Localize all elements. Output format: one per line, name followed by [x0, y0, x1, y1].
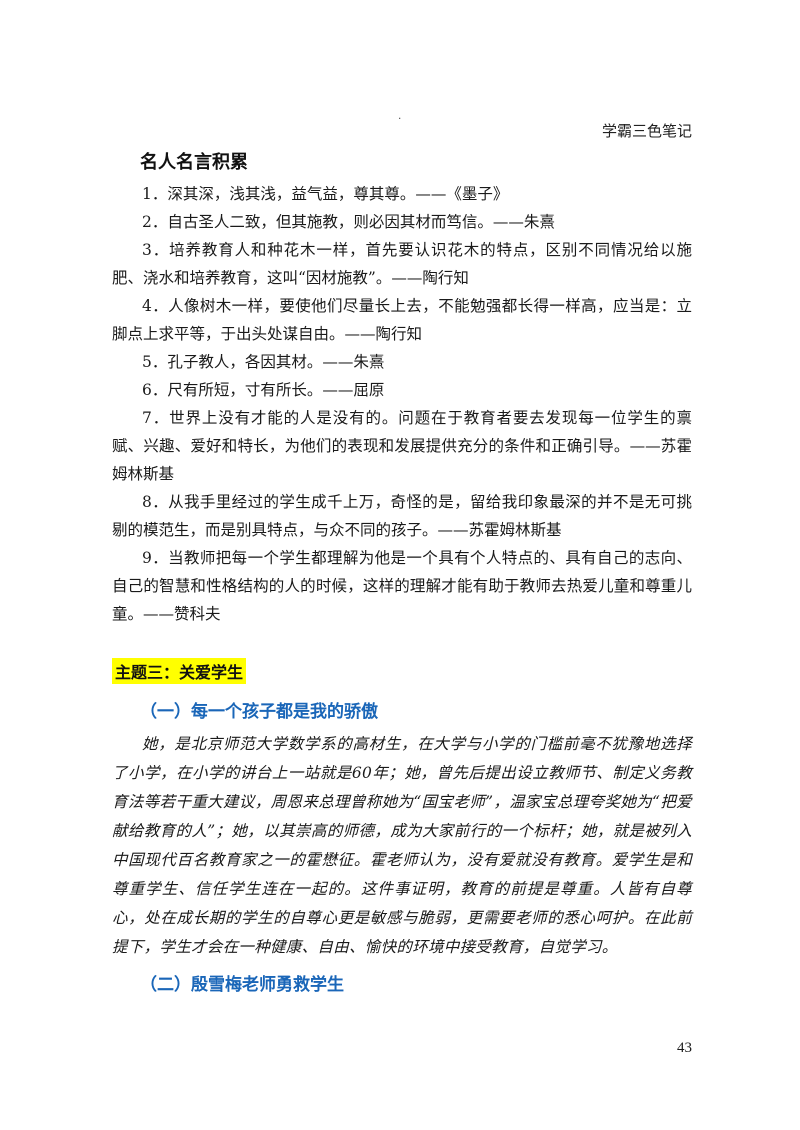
quote-list: 1．深其深，浅其浅，益气益，尊其尊。——《墨子》 2．自古圣人二致，但其施教，则… [112, 180, 692, 628]
section-title: 名人名言积累 [140, 152, 248, 172]
quote-item: 2．自古圣人二致，但其施教，则必因其材而笃信。——朱熹 [142, 213, 555, 231]
header-dot: . [398, 108, 402, 122]
subheading-two: （二）殷雪梅老师勇救学生 [140, 975, 344, 994]
quote-item: 1．深其深，浅其浅，益气益，尊其尊。——《墨子》 [142, 185, 509, 203]
quote-item: 8．从我手里经过的学生成千上万，奇怪的是，留给我印象最深的并不是无可挑剔的模范生… [112, 493, 692, 539]
quote-item: 6．尺有所短，寸有所长。——屈原 [142, 381, 385, 399]
quote-item: 4．人像树木一样，要使他们尽量长上去，不能勉强都长得一样高，应当是：立脚点上求平… [112, 297, 692, 343]
story-paragraph: 她，是北京师范大学数学系的高材生，在大学与小学的门槛前毫不犹豫地选择了小学，在小… [112, 735, 692, 956]
quote-item: 3．培养教育人和种花木一样，首先要认识花木的特点，区别不同情况给以施肥、浇水和培… [112, 241, 692, 287]
subheading-one: （一）每一个孩子都是我的骄傲 [140, 702, 378, 721]
theme-heading: 主题三：关爱学生 [112, 658, 247, 684]
quote-item: 5．孔子教人，各因其材。——朱熹 [142, 353, 385, 371]
header-brand: 学霸三色笔记 [601, 123, 692, 140]
page-number: 43 [677, 1040, 692, 1056]
quote-item: 7．世界上没有才能的人是没有的。问题在于教育者要去发现每一位学生的禀赋、兴趣、爱… [112, 409, 692, 483]
quote-item: 9．当教师把每一个学生都理解为他是一个具有个人特点的、具有自己的志向、自己的智慧… [112, 549, 692, 623]
